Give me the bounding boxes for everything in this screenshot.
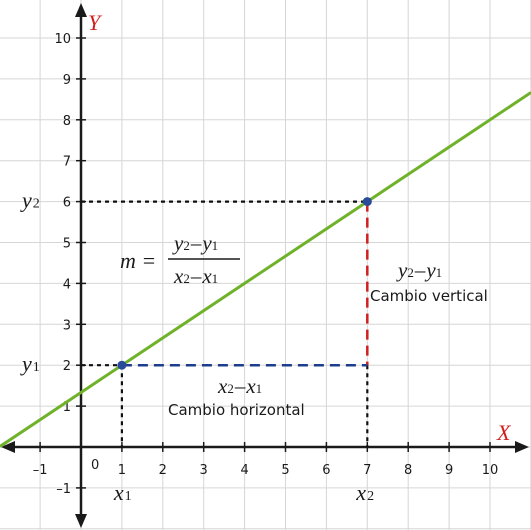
y-tick-label: 3: [63, 318, 71, 333]
x1-axis-label: x1: [113, 480, 132, 505]
y-tick-label: 2: [63, 359, 71, 374]
vertical-change-expr: y2–y1: [396, 258, 442, 282]
origin-label: 0: [91, 458, 99, 473]
x-tick-label: 4: [240, 463, 248, 478]
point-1: [117, 360, 127, 370]
x-axis-arrow-left: [1, 441, 15, 453]
y2-axis-label: y2: [20, 188, 40, 213]
y-tick-label: –1: [56, 482, 71, 497]
tick-labels: –1 1 2 3 4 5 6 7 8 9 10 –1 1 2 3 4 5 6 7 8 9 10: [33, 32, 499, 497]
x-tick-label: 6: [322, 463, 330, 478]
x-tick-label: 7: [363, 463, 371, 478]
x-axis-arrow-right: [515, 441, 529, 453]
y-tick-label: 7: [63, 155, 71, 170]
x-tick-label: 9: [445, 463, 453, 478]
formula-denominator: x2–x1: [173, 264, 218, 288]
slope-formula: m = y2–y1 x2–x1: [120, 231, 240, 288]
formula-numerator: y2–y1: [172, 231, 218, 255]
vertical-change-label: Cambio vertical: [370, 287, 488, 305]
x-tick-label: 8: [404, 463, 412, 478]
y-tick-label: 1: [63, 400, 71, 415]
x-tick-label: –1: [33, 463, 48, 478]
x2-axis-label: x2: [355, 480, 374, 505]
x-tick-label: 2: [159, 463, 167, 478]
y-tick-label: 10: [54, 32, 71, 47]
x-tick-label: 10: [482, 463, 499, 478]
y-axis-arrow-up: [75, 3, 87, 17]
horizontal-change-label: Cambio horizontal: [168, 401, 305, 419]
slope-line: [0, 91, 531, 448]
point-2: [362, 197, 372, 207]
y-tick-label: 4: [63, 277, 71, 292]
x-tick-label: 3: [200, 463, 208, 478]
y-axis-arrow-down: [75, 514, 87, 528]
axes: [1, 3, 529, 528]
x-tick-label: 1: [118, 463, 126, 478]
horizontal-change-expr: x2–x1: [217, 374, 262, 398]
y-tick-label: 9: [63, 73, 71, 88]
y-tick-label: 6: [63, 196, 71, 211]
y-tick-label: 8: [63, 114, 71, 129]
x-tick-label: 5: [281, 463, 289, 478]
y1-axis-label: y1: [20, 351, 40, 376]
x-axis-name: X: [496, 420, 512, 445]
y-tick-label: 5: [63, 237, 71, 252]
y-axis-name: Y: [88, 10, 103, 35]
guide-lines: [81, 200, 369, 447]
formula-lhs: m =: [120, 248, 156, 273]
